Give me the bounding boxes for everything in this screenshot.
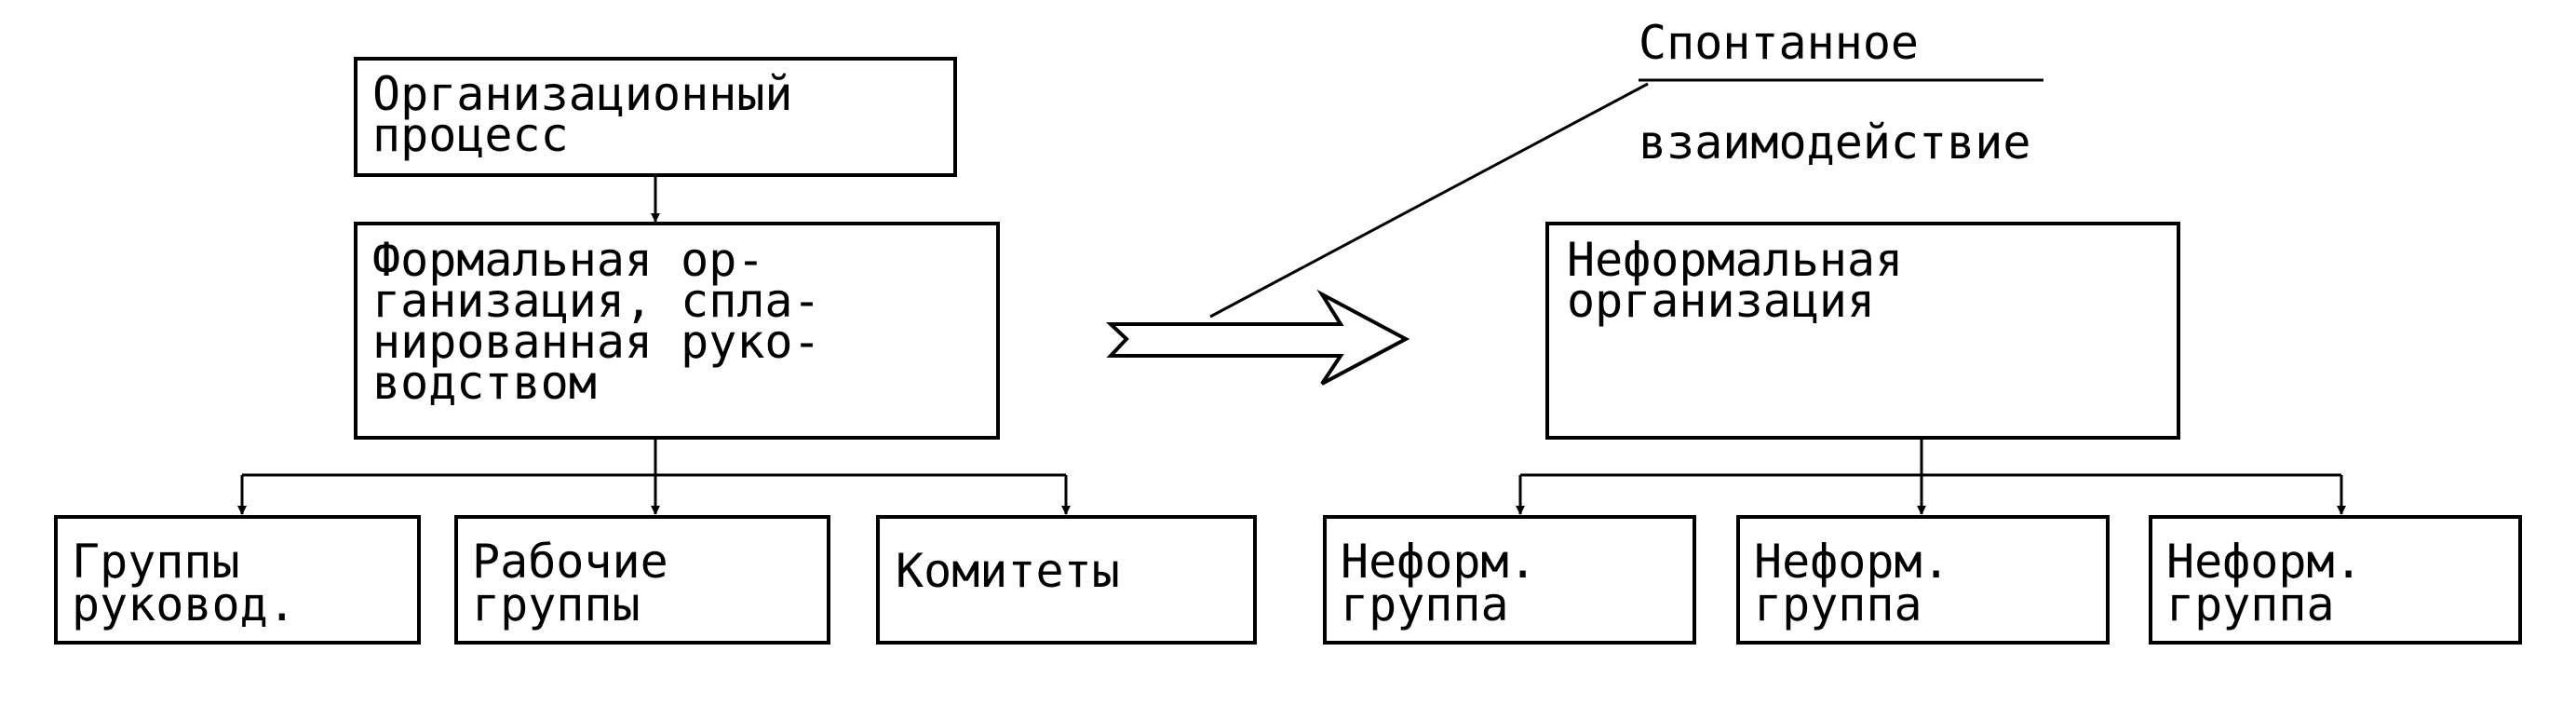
leadership-groups-line-2: руковод. — [72, 577, 296, 631]
informal-group-2-line-1: Неформ. — [1754, 535, 1950, 589]
informal-group-2-line-2: группа — [1754, 577, 1922, 631]
box-committees: Комитеты — [876, 515, 1257, 645]
box-formal-organization: Формальная ор- ганизация, спла- нированн… — [354, 222, 1000, 440]
informal-group-3-line-1: Неформ. — [2166, 535, 2363, 589]
informal-tree-connector — [1516, 438, 2346, 515]
box-informal-group-3: Неформ. группа — [2149, 515, 2522, 645]
formal-org-line-3: нированная руко- — [372, 315, 821, 369]
spontaneous-label-line-2: взаимодействие — [1639, 115, 2030, 170]
box-work-groups: Рабочие группы — [454, 515, 830, 645]
committees-line-1: Комитеты — [896, 544, 1120, 598]
box-informal-group-2: Неформ. группа — [1736, 515, 2110, 645]
informal-org-line-1: Неформальная — [1567, 233, 1903, 287]
work-groups-line-1: Рабочие — [472, 535, 668, 589]
box-informal-group-1: Неформ. группа — [1323, 515, 1696, 645]
box-informal-organization: Неформальная организация — [1545, 222, 2180, 440]
box-leadership-groups: Группы руковод. — [54, 515, 421, 645]
box-organizational-process: Организационный процесс — [354, 57, 957, 177]
informal-group-1-line-2: группа — [1341, 577, 1509, 631]
informal-group-1-line-1: Неформ. — [1341, 535, 1537, 589]
spontaneous-interaction-arrow — [1105, 289, 1410, 386]
work-groups-line-2: группы — [472, 577, 641, 631]
org-process-line-1: Организационный — [372, 67, 793, 121]
formal-org-line-2: ганизация, спла- — [372, 274, 821, 328]
formal-org-line-1: Формальная ор- — [372, 233, 764, 287]
informal-org-line-2: организация — [1567, 274, 1875, 328]
formal-org-line-4: водством — [372, 356, 597, 410]
informal-group-3-line-2: группа — [2166, 577, 2335, 631]
spontaneous-label-line-1: Спонтанное — [1639, 16, 1919, 70]
leader-line — [1209, 82, 1649, 319]
leadership-groups-line-1: Группы — [72, 535, 240, 589]
formal-tree-connector — [237, 438, 1071, 515]
org-process-line-2: процесс — [372, 108, 569, 162]
